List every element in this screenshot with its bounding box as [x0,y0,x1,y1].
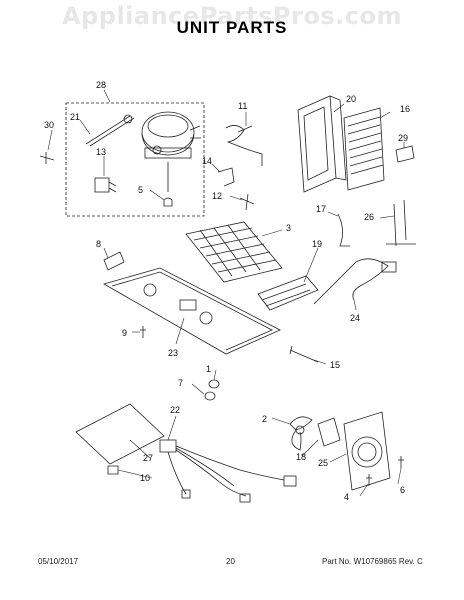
harness-22-drawing [159,439,297,503]
evaporator-cover-20-drawing [297,95,347,193]
fan-blade-2-drawing [289,416,313,451]
callout-15: 15 [330,360,340,370]
heater-grid-3-drawing [185,221,283,283]
part-17-drawing [337,213,350,247]
harness-24-drawing [313,258,389,305]
callout-12: 12 [212,191,222,201]
part-14-drawing [217,167,235,187]
callout-27: 27 [143,453,153,463]
callout-1: 1 [206,364,211,374]
compressor-drawing [141,111,201,159]
callout-23: 23 [168,348,178,358]
callout-16: 16 [400,104,410,114]
callout-19: 19 [312,239,322,249]
part-8-drawing [103,251,125,271]
evaporator-16-drawing [343,107,385,191]
callout-17: 17 [316,204,326,214]
callout-2: 2 [262,414,267,424]
part-1-drawing [208,379,220,389]
part-15-drawing [289,345,319,363]
part-10-drawing [107,465,119,475]
tubing-26-drawing [386,199,416,247]
part-6-drawing [398,456,404,468]
callout-20: 20 [346,94,356,104]
callout-8: 8 [96,239,101,249]
relay-21-drawing [85,114,135,147]
part-12-drawing [239,193,255,211]
callout-22: 22 [170,405,180,415]
callout-26: 26 [364,212,374,222]
part-13-drawing [94,177,110,193]
callout-13: 13 [96,147,106,157]
part-9-drawing [140,326,146,338]
page-title: UNIT PARTS [176,18,288,37]
callout-25: 25 [318,458,328,468]
part-30-drawing [39,152,55,164]
base-pan-23-drawing [102,267,281,355]
callout-9: 9 [122,328,127,338]
callout-30: 30 [44,120,54,130]
compressor-group-box [65,102,205,217]
tubing-11-drawing [225,125,263,166]
callout-11: 11 [238,101,247,111]
callout-7: 7 [178,378,183,388]
callout-4: 4 [344,492,349,502]
callout-29: 29 [398,133,408,143]
footer-date: 05/10/2017 [38,557,79,566]
part-4-drawing [366,474,372,486]
bracket-19-drawing [257,275,319,311]
watermark-text: AppliancePartsPros.com [62,2,402,30]
callout-21: 21 [70,112,80,122]
fan-shroud-25-drawing [343,411,391,491]
footer-page-number: 20 [226,557,235,566]
part-29-drawing [395,145,415,163]
footer-part-number: Part No. W10769865 Rev. C [322,557,423,566]
callout-18: 18 [296,452,306,462]
fan-motor-18-drawing [317,417,341,447]
callout-24: 24 [350,313,360,323]
callout-14: 14 [202,156,212,166]
callout-10: 10 [140,473,150,483]
callout-28: 28 [96,80,106,90]
insulation-27-drawing [75,403,165,465]
callout-6: 6 [400,485,405,495]
part-7-drawing [204,391,216,401]
callout-5: 5 [138,185,143,195]
callout-3: 3 [286,223,291,233]
